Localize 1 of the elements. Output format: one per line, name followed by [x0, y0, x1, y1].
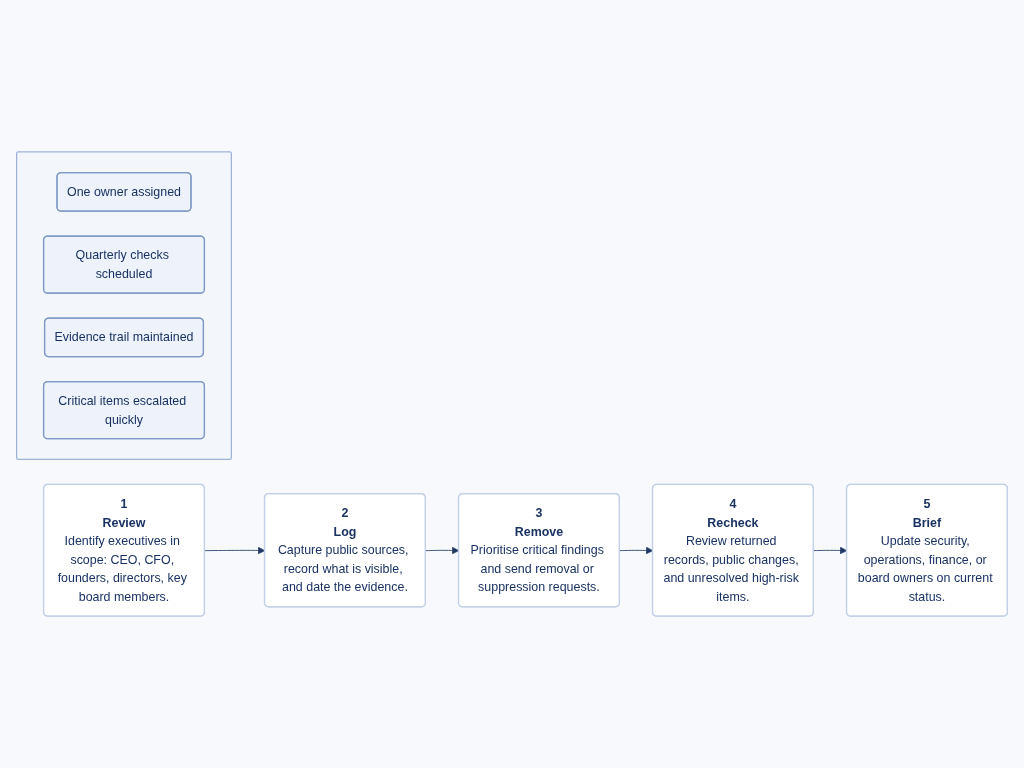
cluster: [16, 151, 232, 461]
